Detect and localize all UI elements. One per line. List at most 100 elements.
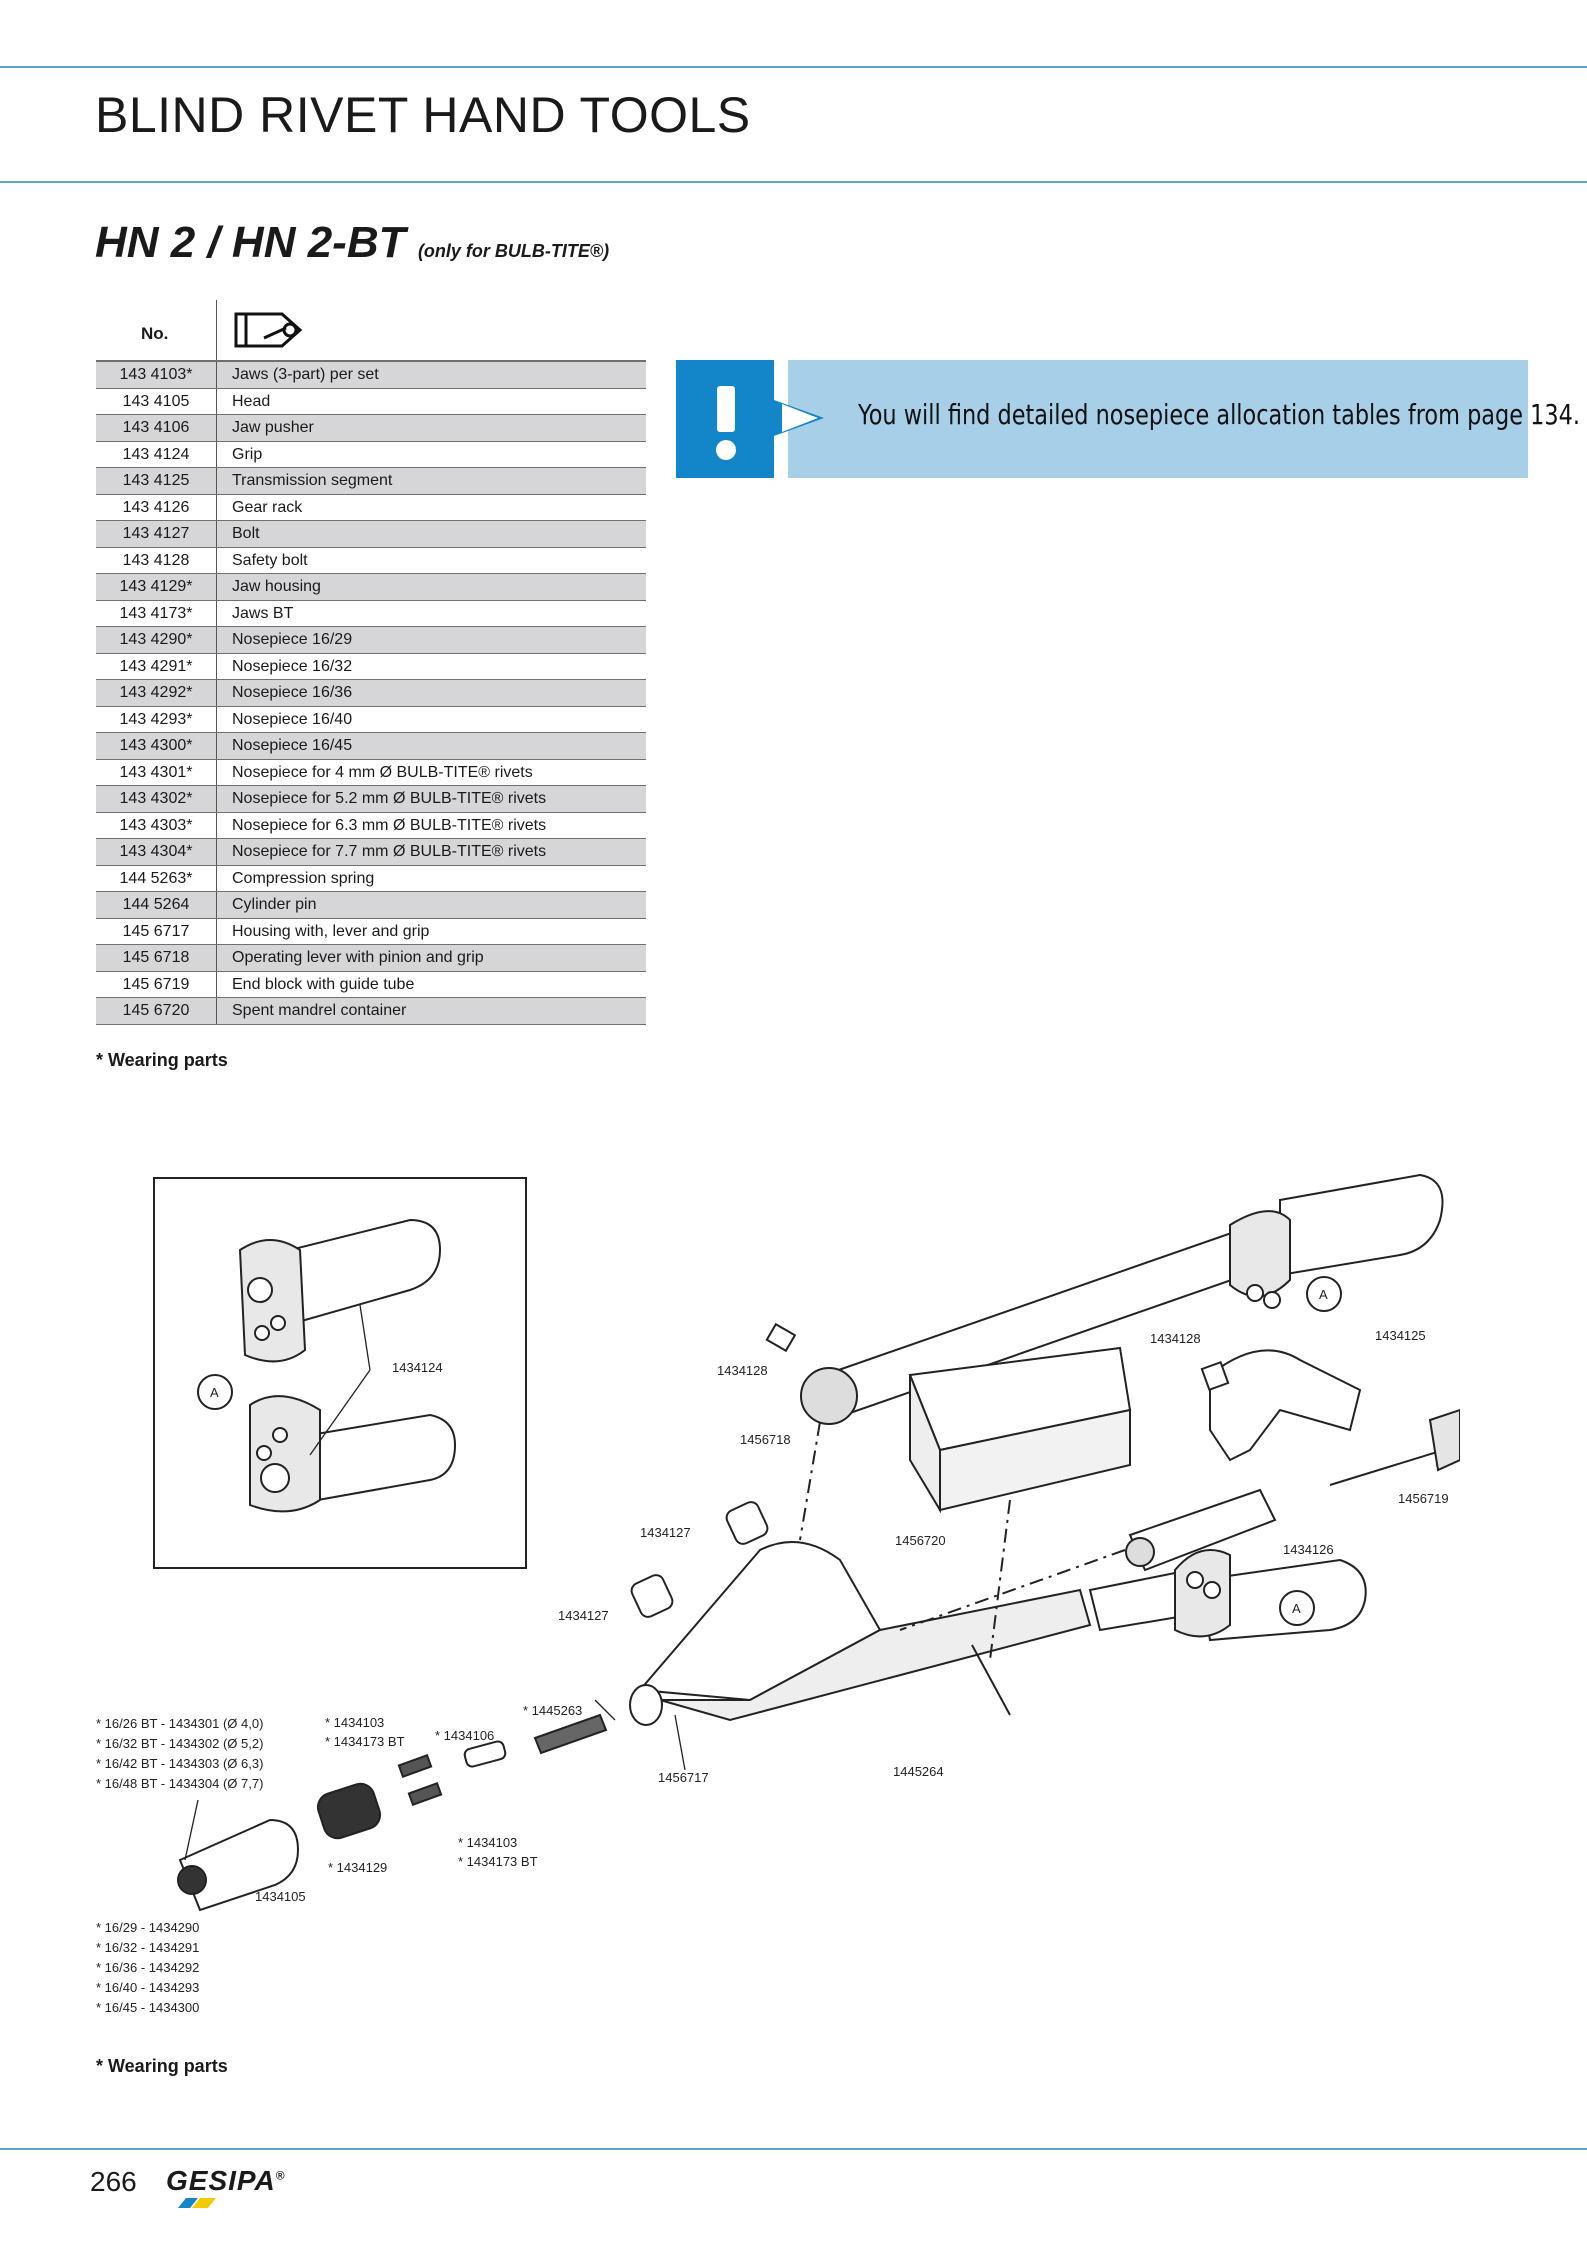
bt-list-2: * 16/32 BT - 1434302 (Ø 5,2)	[96, 1736, 263, 1751]
bolt-1	[725, 1501, 769, 1545]
table-row: 144 5263*Compression spring	[96, 865, 646, 892]
nosepiece	[177, 1865, 207, 1895]
logo-stripes-icon	[178, 2198, 216, 2208]
product-subtitle: (only for BULB-TITE®)	[417, 241, 610, 261]
table-row: 143 4292* Nosepiece 16/36	[96, 680, 646, 707]
jaw-housing	[316, 1782, 382, 1840]
table-row: 143 4303*Nosepiece for 6.3 mm Ø BULB-TIT…	[96, 812, 646, 839]
part-number: 145 6718	[122, 949, 190, 966]
notice-text: You will find detailed nosepiece allocat…	[858, 398, 1581, 431]
label-segment: 1434125	[1375, 1328, 1426, 1343]
part-description: Operating lever with pinion and grip	[232, 949, 484, 966]
label-pinion-bolt: 1434128	[717, 1363, 768, 1378]
part-number: 143 4301*	[119, 763, 193, 781]
label-jaws-bot-2: * 1434173 BT	[458, 1854, 538, 1869]
jaws	[407, 1781, 443, 1807]
part-description: Nosepiece 16/45	[232, 737, 353, 754]
transmission-segment	[1209, 1349, 1362, 1462]
column-divider	[216, 300, 217, 360]
part-description: Jaw pusher	[232, 419, 314, 436]
pinion-bolt	[765, 1322, 797, 1353]
part-description: Gear rack	[232, 498, 303, 516]
wearing-parts-note: * Wearing parts	[96, 1050, 228, 1070]
table-header: No.	[96, 300, 646, 362]
exclamation-icon	[717, 386, 735, 432]
column-divider	[216, 945, 217, 971]
part-number: 143 4300*	[119, 737, 193, 754]
label-head: 1434105	[255, 1889, 306, 1904]
bt-list-3: * 16/42 BT - 1434303 (Ø 6,3)	[96, 1756, 263, 1771]
part-number: 143 4304*	[119, 843, 193, 860]
column-divider	[216, 521, 217, 547]
std-list-1: * 16/29 - 1434290	[96, 1920, 199, 1935]
footer-rule	[0, 2148, 1587, 2150]
column-divider	[216, 600, 217, 626]
part-number: 143 4126	[122, 498, 190, 516]
brand-logo: GESIPA®	[166, 2165, 286, 2197]
page-number: 266	[90, 2166, 137, 2197]
part-description: Grip	[232, 445, 263, 463]
part-number: 143 4292*	[119, 684, 193, 701]
section-title: BLIND RIVET HAND TOOLS	[95, 87, 751, 143]
column-no: No.	[141, 324, 169, 343]
label-end-block: 1456719	[1398, 1491, 1449, 1506]
part-description: Cylinder pin	[232, 896, 317, 913]
table-row: 143 4173*Jaws BT	[96, 600, 646, 627]
column-divider	[216, 733, 217, 759]
exclamation-dot	[716, 440, 736, 460]
column-divider	[216, 494, 217, 520]
bt-list-4: * 16/48 BT - 1434304 (Ø 7,7)	[96, 1776, 263, 1791]
part-number: 143 4129*	[119, 578, 193, 595]
label-jaws-bot-1: * 1434103	[458, 1835, 517, 1850]
inset-a-circle	[197, 1374, 233, 1410]
part-number: 143 4105	[122, 392, 190, 410]
part-description: Nosepiece 16/36	[232, 684, 353, 701]
part-description: Nosepiece for 4 mm Ø BULB-TITE® rivets	[232, 763, 533, 781]
part-number: 143 4293*	[119, 710, 193, 728]
bt-list-1: * 16/26 BT - 1434301 (Ø 4,0)	[96, 1716, 263, 1731]
part-number: 143 4290*	[119, 631, 193, 648]
label-a-inset: A	[210, 1385, 219, 1400]
column-divider	[216, 680, 217, 706]
label-bolt-1: 1434127	[640, 1525, 691, 1540]
table-row: 143 4300* Nosepiece 16/45	[96, 733, 646, 760]
compression-spring	[533, 1713, 608, 1755]
part-description: Housing with, lever and grip	[232, 922, 430, 940]
part-description: Nosepiece for 6.3 mm Ø BULB-TITE® rivets	[232, 816, 547, 834]
part-number: 143 4173*	[119, 604, 193, 622]
table-row: 143 4126 Gear rack	[96, 494, 646, 521]
part-number: 144 5264	[122, 896, 190, 913]
part-description: Jaw housing	[232, 578, 321, 595]
column-divider	[216, 865, 217, 891]
std-list-5: * 16/45 - 1434300	[96, 2000, 199, 2015]
part-number: 143 4291*	[119, 657, 193, 675]
pinion	[800, 1367, 858, 1425]
table-row: 143 4129* Jaw housing	[96, 574, 646, 601]
column-divider	[216, 998, 217, 1024]
tag-description-icon	[234, 312, 303, 348]
part-number: 145 6717	[122, 922, 190, 940]
table-row: 143 4105 Head	[96, 388, 646, 415]
container-front	[939, 1408, 1131, 1512]
product-title: HN 2 / HN 2-BT (only for BULB-TITE®)	[95, 218, 609, 268]
std-list-2: * 16/32 - 1434291	[96, 1940, 199, 1955]
column-divider	[216, 971, 217, 997]
column-divider	[216, 627, 217, 653]
part-description: Spent mandrel container	[232, 1002, 407, 1019]
part-description: Compression spring	[232, 869, 375, 887]
label-jaw-housing: * 1434129	[328, 1860, 387, 1875]
table-row: 143 4291*Nosepiece 16/32	[96, 653, 646, 680]
part-number: 143 4128	[122, 551, 190, 569]
product-name: HN 2 / HN 2-BT	[95, 218, 406, 267]
label-a-top: A	[1319, 1287, 1328, 1302]
cylinder-pin	[971, 1644, 1011, 1716]
label-cyl-pin: 1445264	[893, 1764, 944, 1779]
column-divider	[216, 415, 217, 441]
label-a-bottom: A	[1292, 1601, 1301, 1616]
part-description: Head	[232, 392, 271, 410]
column-divider	[216, 653, 217, 679]
label-grip: 1434124	[392, 1360, 443, 1375]
